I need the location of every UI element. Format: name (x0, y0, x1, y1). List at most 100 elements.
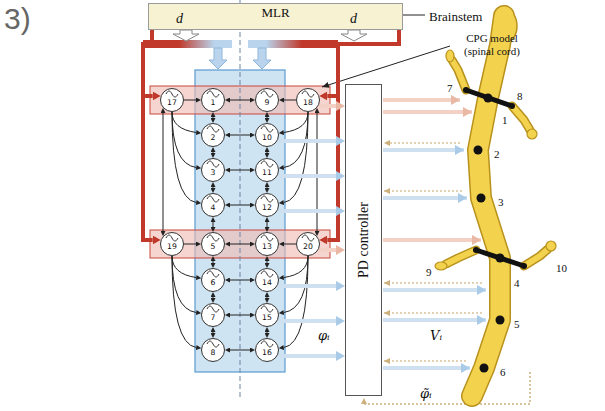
oscillator-number: 12 (256, 203, 278, 213)
sine-wave (207, 196, 219, 202)
sine-symbol (206, 160, 220, 168)
coupling-arrow (230, 280, 250, 281)
robot-limb (452, 60, 466, 90)
oscillator-circle: 8 (201, 338, 225, 362)
robot-limb (524, 249, 548, 266)
coupling-arrow (213, 261, 214, 263)
sine-wave (207, 91, 219, 97)
label-holder: φᵢ (318, 326, 330, 344)
oscillator-circle: 19 (160, 232, 184, 256)
oscillator-number: 2 (202, 133, 224, 143)
coupling-arrow (184, 100, 196, 101)
box-title: PD controller (356, 202, 372, 278)
drive-arrow (173, 30, 199, 41)
sine-wave (207, 271, 219, 277)
oscillator-circle: 6 (201, 268, 225, 292)
robot-limb (446, 250, 476, 264)
robot-foot (546, 241, 556, 251)
command-arrow (383, 238, 481, 242)
label-holder: 3) (4, 2, 31, 36)
body-drive-arrow (209, 48, 227, 69)
coupling-arrow (230, 135, 250, 136)
output-arrow (277, 354, 336, 358)
robot-foot (446, 50, 454, 62)
oscillator-number: 10 (256, 133, 278, 143)
label-holder: 8 (517, 86, 523, 104)
oscillator-number: 8 (202, 348, 224, 358)
sine-symbol (165, 234, 179, 242)
girdle-bar (466, 90, 512, 106)
callout-number: 5 (514, 318, 520, 330)
region-label: Brainstem (429, 9, 482, 24)
label-holder: 6 (500, 362, 506, 380)
label-holder: 5 (514, 314, 520, 332)
sine-symbol (301, 90, 315, 98)
coupling-arrow (172, 256, 196, 313)
sine-symbol (206, 305, 220, 313)
sine-wave (261, 196, 273, 202)
oscillator-circle: 5 (201, 232, 225, 256)
oscillator-number: 4 (202, 203, 224, 213)
coupling-arrow (163, 113, 164, 231)
oscillator-circle: 4 (201, 193, 225, 217)
girdle-bar (476, 250, 524, 266)
signal-label: φ̃ᵢ (420, 386, 432, 401)
sine-symbol (206, 125, 220, 133)
callout-number: 9 (426, 266, 432, 278)
coupling-arrow (267, 117, 268, 118)
sine-wave (261, 341, 273, 347)
limb-joint (473, 247, 479, 253)
coupling-arrow (267, 261, 268, 263)
command-arrow (383, 196, 467, 200)
output-arrow (318, 104, 336, 108)
robot-limb (524, 249, 548, 266)
coupling-arrow (230, 205, 250, 206)
oscillator-circle: 14 (255, 268, 279, 292)
oscillator-number: 19 (161, 242, 183, 252)
output-arrow (318, 248, 336, 252)
coupling-arrow (213, 117, 214, 118)
oscillator-circle: 7 (201, 303, 225, 327)
robot-limb (452, 60, 466, 90)
limb-joint (509, 103, 515, 109)
drive-label: d (176, 11, 183, 26)
coupling-arrow (267, 222, 268, 227)
sine-wave (261, 126, 273, 132)
oscillator-circle: 13 (255, 232, 279, 256)
coupling-arrow (284, 244, 296, 245)
leader-line (322, 46, 450, 87)
signal-label: φᵢ (318, 328, 330, 343)
oscillator-number: 17 (161, 98, 183, 108)
robot-limb (512, 106, 530, 130)
coupling-arrow (267, 187, 268, 188)
oscillator-number: 7 (202, 313, 224, 323)
callout-number: 3 (498, 196, 504, 208)
robot-body (472, 16, 504, 396)
limb-joint (463, 87, 469, 93)
output-arrow (277, 284, 336, 288)
body-joint (480, 364, 489, 373)
feedback-line (384, 190, 462, 192)
region-label: CPG model (spinal cord) (454, 32, 530, 58)
sine-symbol (260, 234, 274, 242)
oscillator-number: 13 (256, 242, 278, 252)
coupling-arrow (284, 256, 308, 278)
sine-symbol (260, 90, 274, 98)
sine-symbol (260, 305, 274, 313)
coupling-arrow (172, 112, 196, 133)
coupling-arrow (184, 244, 196, 245)
label-holder: 10 (556, 258, 567, 276)
callout-number: 1 (502, 114, 508, 126)
oscillator-number: 11 (256, 168, 278, 178)
sine-symbol (260, 340, 274, 348)
oscillator-circle: 9 (255, 88, 279, 112)
label-holder: 7 (447, 78, 453, 96)
coupling-arrow (230, 100, 250, 101)
oscillator-circle: 12 (255, 193, 279, 217)
command-arrow (383, 366, 470, 370)
output-arrow (277, 319, 336, 323)
oscillator-circle: 16 (255, 338, 279, 362)
drive-bar (143, 40, 232, 48)
